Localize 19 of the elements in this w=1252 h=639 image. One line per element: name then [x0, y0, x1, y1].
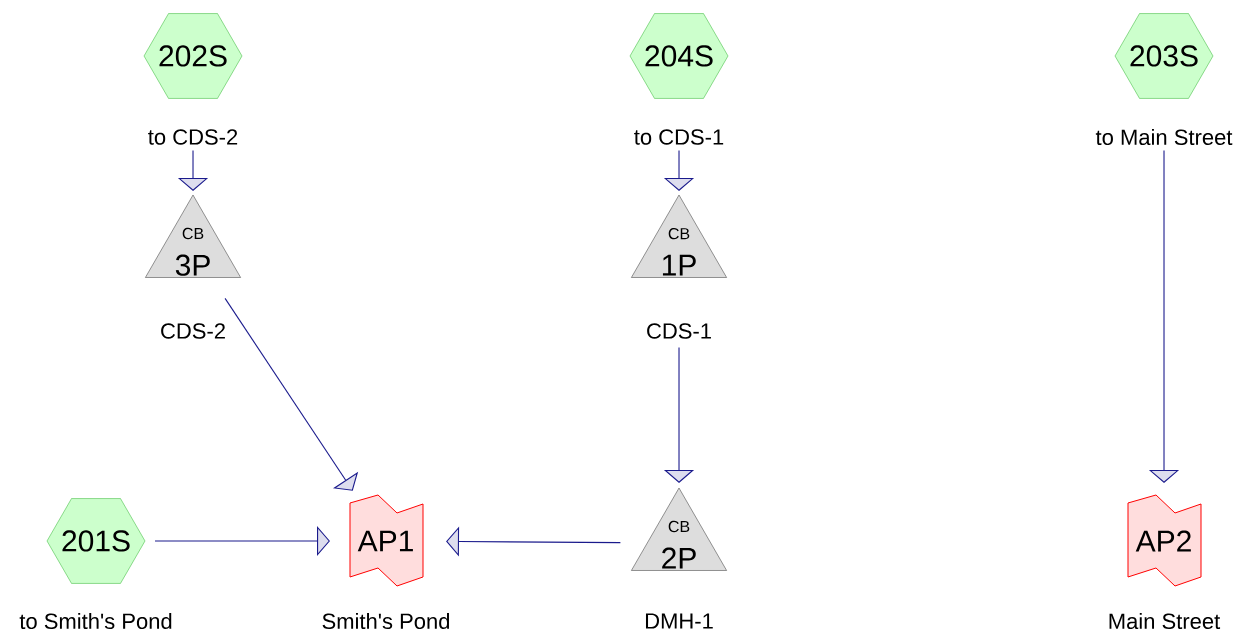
node-label: to Smith's Pond — [19, 612, 172, 630]
node-label: DMH-1 — [646, 613, 713, 629]
hexagon-node: 201S — [46, 498, 146, 584]
triangle-node: CB 3P — [145, 194, 241, 278]
node-label: CDS-2 — [161, 323, 225, 339]
hexagon-node: 204S — [629, 13, 729, 99]
node-label: Smith's Pond — [322, 612, 450, 630]
node-label: CDS-1 — [647, 323, 711, 339]
flag-node: AP2 — [1127, 494, 1202, 587]
triangle-node: CB 1P — [631, 194, 727, 278]
node-label: Main Street — [1109, 612, 1221, 630]
flag-node: AP1 — [349, 494, 424, 587]
node-label: to Main Street — [1095, 128, 1233, 146]
node-label: to CDS-2 — [148, 129, 238, 145]
hexagon-node: 203S — [1114, 13, 1214, 99]
hexagon-node: 202S — [143, 13, 243, 99]
arrow — [224, 297, 359, 491]
node-label: to CDS-1 — [634, 129, 724, 145]
triangle-node: CB 2P — [631, 487, 727, 571]
